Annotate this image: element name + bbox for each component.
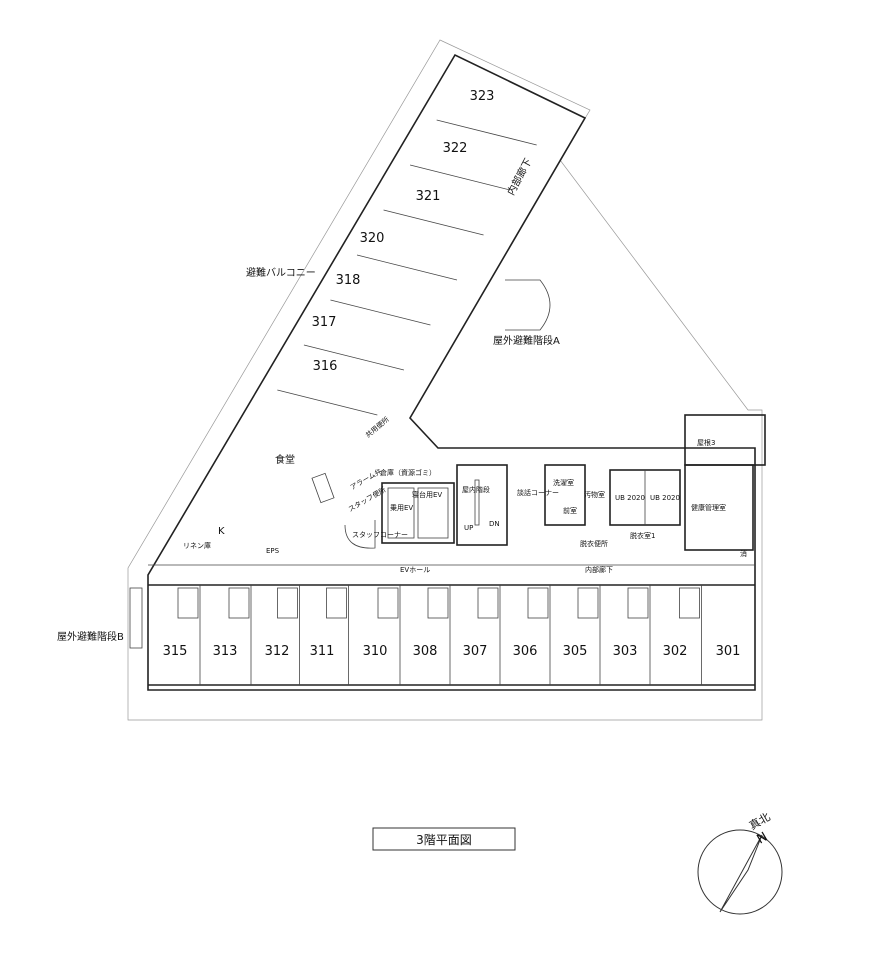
toilet-unit (477, 587, 499, 619)
room-number: 320 (360, 231, 385, 246)
room-divider (356, 254, 458, 281)
label-stair-b: 屋外避難階段B (57, 630, 124, 643)
room-number: 316 (313, 359, 338, 374)
toilet-unit (427, 587, 449, 619)
room-divider (277, 389, 378, 416)
room-number: 323 (470, 89, 495, 104)
label-soiled: 汚物室 (584, 490, 605, 499)
room-number: 306 (513, 644, 538, 659)
room-number: 317 (312, 315, 337, 330)
north-label: 真北 (747, 809, 773, 832)
label-passenger-ev: 乗用EV (390, 503, 413, 512)
label-ub1: UB 2020 (615, 494, 645, 502)
room-divider (330, 299, 431, 326)
title-box (372, 827, 516, 851)
label-dining: 食堂 (275, 453, 295, 466)
label-storage: 倉庫（資源ゴミ） (380, 468, 436, 477)
label-inner-corridor: 内部廊下 (585, 565, 613, 574)
kitchen-counter (311, 472, 335, 504)
label-bed-ev: 寝台用EV (412, 490, 442, 499)
room-divider (436, 119, 537, 146)
stair-a (505, 279, 551, 331)
toilet-unit (326, 587, 347, 619)
label-front-room: 前室 (563, 506, 577, 515)
wing-outline (147, 53, 756, 691)
toilet-unit (177, 587, 199, 619)
room-number: 301 (716, 644, 741, 659)
passenger-ev-shaft (387, 487, 415, 539)
room-number: 307 (463, 644, 488, 659)
room-divider (383, 209, 484, 236)
toilet-unit (527, 587, 549, 619)
label-roof3: 屋根3 (697, 438, 715, 447)
stair-rail (474, 479, 480, 526)
room-number: 315 (163, 644, 188, 659)
label-indoor-stair: 屋内階段 (462, 485, 490, 494)
room-number: 318 (336, 273, 361, 288)
stair-b (129, 587, 143, 649)
room-number: 321 (416, 189, 441, 204)
label-dn: DN (489, 520, 500, 528)
room-dividers (177, 585, 702, 685)
elevator-core (381, 482, 455, 544)
label-hydrant: 消 (740, 549, 747, 558)
bed-ev-shaft (417, 487, 449, 539)
label-linen: リネン庫 (183, 541, 211, 550)
label-changing-toilet: 脱衣便所 (580, 539, 608, 548)
north-arrow-icon: 真北 N (697, 809, 783, 915)
label-talk-corner: 談話コーナー (517, 488, 559, 497)
label-changing1: 脱衣室1 (630, 531, 655, 540)
label-balcony: 避難バルコニー (246, 266, 316, 279)
room-number: 312 (265, 644, 290, 659)
toilet-unit (277, 587, 298, 619)
label-ev-hall: EVホール (400, 566, 430, 574)
label-staff-corner: スタッフコーナー (352, 530, 408, 539)
room-number: 305 (563, 644, 588, 659)
room-divider (303, 344, 404, 371)
toilet-unit (377, 587, 399, 619)
room-number: 313 (213, 644, 238, 659)
toilet-unit (679, 587, 700, 619)
room-number: 310 (363, 644, 388, 659)
label-shared-toilet: 共用便所 (364, 415, 391, 440)
label-stair-a: 屋外避難階段A (493, 334, 560, 347)
room-number: 302 (663, 644, 688, 659)
wing-dividers (277, 119, 537, 416)
room-number: 311 (310, 644, 335, 659)
room-number: 308 (413, 644, 438, 659)
laundry-room (544, 464, 586, 526)
health-room (684, 464, 754, 551)
label-health: 健康管理室 (691, 503, 726, 512)
label-eps: EPS (266, 547, 280, 555)
toilet-unit (577, 587, 599, 619)
room-number: 303 (613, 644, 638, 659)
room-divider (410, 164, 511, 191)
toilet-unit (627, 587, 649, 619)
room-number: 322 (443, 141, 468, 156)
toilet-unit (228, 587, 250, 619)
label-up: UP (464, 524, 473, 532)
label-laundry: 洗濯室 (553, 478, 574, 487)
label-wing-corridor: 内部廊下 (504, 156, 534, 197)
staff-corner-shape (344, 520, 376, 549)
plan-title: 3階平面図 (416, 832, 472, 847)
indoor-stair (456, 464, 508, 546)
label-ub2: UB 2020 (650, 494, 680, 502)
label-kitchen: K (218, 526, 225, 537)
